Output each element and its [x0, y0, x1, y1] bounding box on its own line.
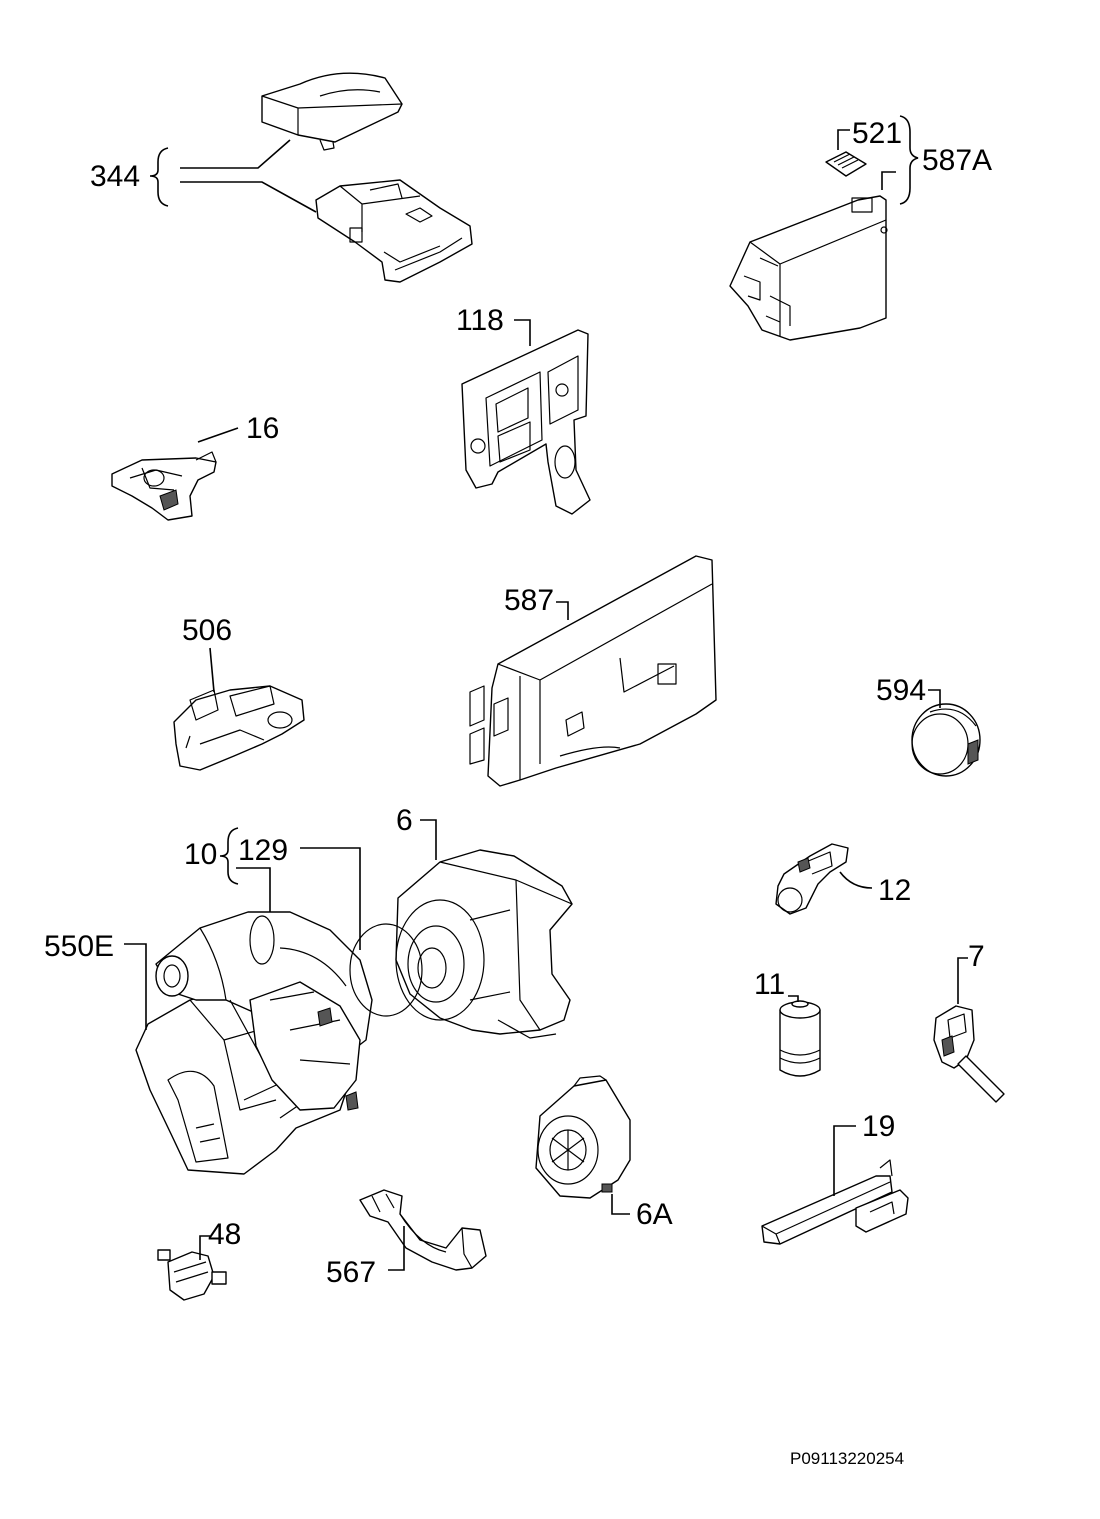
part-48-valve: [157, 1249, 227, 1301]
label-594: 594: [876, 674, 926, 707]
part-16-switch: [111, 451, 217, 521]
part-11-capacitor: [779, 1000, 821, 1077]
leader-7: [957, 957, 968, 1004]
leader-521-587A: [837, 115, 919, 205]
part-506-bracket: [173, 685, 305, 771]
label-11: 11: [754, 968, 785, 1001]
part-567-clip: [359, 1189, 487, 1271]
part-6-circulation-pump: [349, 849, 573, 1039]
part-6A-drainpump: [535, 1075, 631, 1199]
label-506: 506: [182, 614, 232, 647]
label-550E: 550E: [44, 930, 114, 963]
leader-6A: [611, 1194, 630, 1215]
part-7-doorlock: [933, 1005, 1005, 1103]
leaders-pump-assembly: [124, 819, 437, 1030]
part-594-cap: [911, 703, 981, 777]
part-587A-module: [729, 195, 888, 341]
label-567: 567: [326, 1256, 376, 1289]
label-6: 6: [396, 804, 413, 837]
part-521-chip: [825, 151, 867, 177]
label-6A: 6A: [636, 1198, 673, 1231]
leader-11: [788, 995, 799, 1002]
label-344: 344: [90, 160, 140, 193]
label-48: 48: [208, 1218, 241, 1251]
label-587: 587: [504, 584, 554, 617]
label-16: 16: [246, 412, 279, 445]
leader-19: [833, 1125, 856, 1196]
part-344-tray: [315, 179, 473, 283]
document-number: P09113220254: [790, 1449, 904, 1468]
label-521: 521: [852, 117, 902, 150]
part-19-strip: [761, 1159, 909, 1245]
part-550E-ring: [249, 981, 361, 1111]
leader-567: [388, 1226, 405, 1271]
label-12: 12: [878, 874, 911, 907]
leader-344: [149, 139, 317, 213]
leader-118: [514, 319, 531, 346]
leader-587: [556, 601, 569, 620]
leader-48: [199, 1235, 210, 1260]
label-129: 129: [238, 834, 288, 867]
label-587A: 587A: [922, 144, 992, 177]
label-7: 7: [968, 940, 985, 973]
leader-16: [197, 427, 239, 443]
label-118: 118: [456, 304, 504, 337]
part-12-sensor: [775, 843, 849, 915]
label-19: 19: [862, 1110, 895, 1143]
part-118-panel: [461, 329, 591, 515]
part-344-cover: [261, 72, 403, 151]
part-587-board: [469, 555, 717, 787]
leader-12: [839, 871, 873, 889]
leader-506: [209, 647, 215, 693]
label-10: 10: [184, 838, 217, 871]
leader-594: [928, 689, 941, 708]
